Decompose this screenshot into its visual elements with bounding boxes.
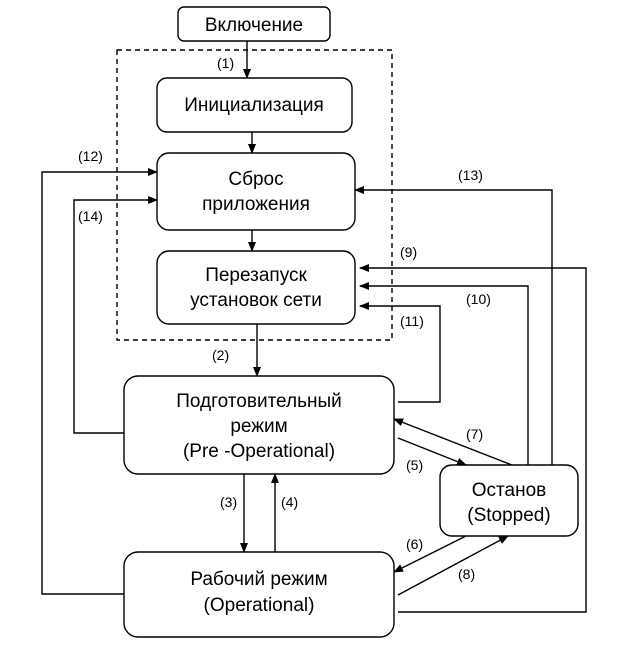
label-transition-9: (9) xyxy=(400,244,417,260)
state-reset-app-box xyxy=(156,152,356,231)
transition-labels: (1) (2) (3) (4) (5) (6) (7) (8) (9) (10)… xyxy=(78,55,491,582)
label-transition-8: (8) xyxy=(458,566,475,582)
arrow-11 xyxy=(359,302,441,403)
arrow-8 xyxy=(397,535,509,596)
state-operational: Рабочий режим (Operational) xyxy=(123,551,395,638)
state-preop-line-1: Подготовительный xyxy=(176,391,342,412)
label-transition-13: (13) xyxy=(458,167,483,183)
label-transition-1: (1) xyxy=(217,55,234,71)
state-preop-line-3: (Pre -Operational) xyxy=(183,441,335,462)
arrow-5 xyxy=(397,437,467,466)
state-preop: Подготовительный режим (Pre -Operational… xyxy=(123,375,395,475)
state-stopped: Останов (Stopped) xyxy=(439,464,579,537)
arrow-12 xyxy=(41,168,158,595)
state-reset-app-line-1: Сброс xyxy=(228,169,283,190)
state-operational-box xyxy=(123,551,395,638)
state-stopped-box xyxy=(439,464,579,537)
label-transition-2: (2) xyxy=(212,347,229,363)
label-transition-12: (12) xyxy=(78,148,103,164)
label-transition-4: (4) xyxy=(281,494,298,510)
arrow-10 xyxy=(359,282,529,465)
state-power-on-box xyxy=(177,6,331,42)
state-reset-net-line-1: Перезапуск xyxy=(205,265,307,286)
connectors xyxy=(41,41,587,613)
arrow-7 xyxy=(393,418,513,466)
label-transition-7: (7) xyxy=(466,426,483,442)
state-reset-net: Перезапуск установок сети xyxy=(156,250,356,325)
state-reset-app-line-2: приложения xyxy=(202,194,310,215)
arrow-13 xyxy=(354,186,553,465)
state-operational-line-2: (Operational) xyxy=(204,595,315,616)
state-preop-line-2: режим xyxy=(230,416,287,437)
arrow-9 xyxy=(359,264,587,613)
state-reset-net-line-2: установок сети xyxy=(190,290,322,311)
state-init-box xyxy=(156,77,353,133)
label-transition-6: (6) xyxy=(406,536,423,552)
label-transition-5: (5) xyxy=(406,457,423,473)
label-transition-10: (10) xyxy=(466,291,491,307)
init-group-frame xyxy=(116,49,393,341)
state-preop-box xyxy=(123,375,395,475)
label-transition-11: (11) xyxy=(400,313,424,329)
arrow-6 xyxy=(393,535,467,573)
state-operational-line-1: Рабочий режим xyxy=(190,569,327,590)
state-init-label: Инициализация xyxy=(184,95,324,116)
arrow-14 xyxy=(73,196,158,434)
state-stopped-line-2: (Stopped) xyxy=(467,505,550,526)
state-power-on: Включение xyxy=(177,6,331,42)
state-power-on-label: Включение xyxy=(205,15,303,36)
state-reset-app: Сброс приложения xyxy=(156,152,356,231)
label-transition-14: (14) xyxy=(78,208,103,224)
state-reset-net-box xyxy=(156,250,356,325)
state-init: Инициализация xyxy=(156,77,353,133)
label-transition-3: (3) xyxy=(220,494,237,510)
state-stopped-line-1: Останов xyxy=(472,480,547,501)
